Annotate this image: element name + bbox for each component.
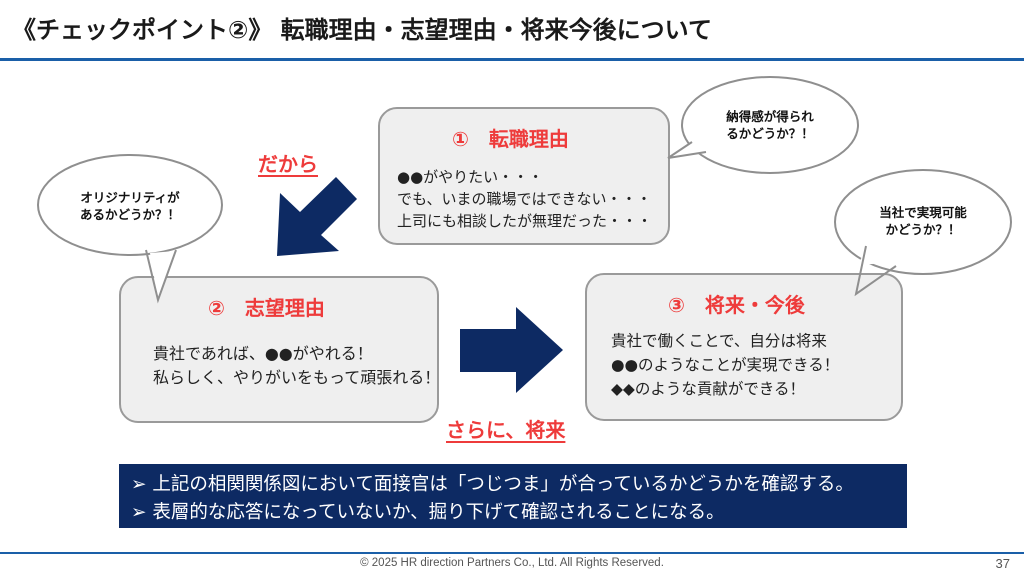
box-body-motivation: 貴社であれば、●●がやれる！ 私らしく、やりがいをもって頑張れる！ (153, 342, 440, 390)
bubble-tail-right (858, 240, 900, 265)
box-career-change-reason (378, 107, 670, 245)
box-line: ●●がやりたい・・・ (397, 168, 544, 186)
box-line: でも、いまの職場ではできない・・・ (397, 190, 652, 208)
title-underline (0, 58, 1024, 61)
box-line: 貴社であれば、●●がやれる！ (153, 344, 373, 363)
bubble-text-left: オリジナリティが あるかどうか？！ (50, 189, 210, 223)
box-line: 上司にも相談したが無理だった・・・ (397, 212, 653, 230)
copyright-text: © 2025 HR direction Partners Co., Ltd. A… (360, 557, 664, 569)
bubble-tail-top-right (668, 143, 706, 158)
slide-title: 《チェックポイント②》 転職理由・志望理由・将来今後について (12, 16, 712, 44)
box-motivation (119, 276, 439, 423)
box-future (585, 273, 903, 421)
speech-bubble-top-right (681, 76, 859, 174)
bubble-line: 当社で実現可能 (879, 205, 967, 220)
bubble-text-right: 当社で実現可能 かどうか？！ (843, 204, 1003, 238)
bubble-line: かどうか？！ (885, 222, 961, 237)
bubble-tail-left (150, 251, 176, 300)
box-line: 私らしく、やりがいをもって頑張れる！ (153, 368, 441, 387)
speech-bubble-left (37, 154, 223, 256)
arrow-right (460, 307, 563, 393)
footer-rule (0, 552, 1024, 554)
bubble-line: オリジナリティが (80, 190, 180, 205)
banner-line-2: ➢ 表層的な応答になっていないか、掘り下げて確認されることになる。 (131, 502, 725, 523)
arrow-down-left (277, 177, 357, 256)
page-number: 37 (995, 556, 1010, 571)
bubble-line: 納得感が得られ (726, 109, 814, 124)
box-title-motivation: ② 志望理由 (208, 296, 325, 320)
summary-banner: ➢ 上記の相関関係図において面接官は「つじつま」が合っているかどうかを確認する。… (119, 464, 907, 528)
banner-line-1: ➢ 上記の相関関係図において面接官は「つじつま」が合っているかどうかを確認する。 (131, 474, 854, 495)
box-line: 貴社で働くことで、自分は将来 (611, 332, 827, 350)
box-title-career-change-reason: ① 転職理由 (452, 127, 569, 151)
box-body-career-change-reason: ●●がやりたい・・・ でも、いまの職場ではできない・・・ 上司にも相談したが無理… (397, 166, 652, 232)
label-furthermore: さらに、将来 (446, 418, 566, 442)
box-body-future: 貴社で働くことで、自分は将来 ●●のようなことが実現できる！ ◆◆のような貢献が… (611, 329, 839, 401)
box-title-future: ③ 将来・今後 (668, 293, 805, 317)
bubble-line: るかどうか？！ (726, 126, 814, 141)
label-therefore: だから (258, 152, 318, 176)
bubble-line: あるかどうか？！ (79, 207, 180, 222)
box-line: ●●のようなことが実現できる！ (611, 356, 840, 374)
box-line: ◆◆のような貢献ができる！ (611, 380, 806, 398)
bubble-text-top-right: 納得感が得られ るかどうか？！ (690, 108, 850, 142)
